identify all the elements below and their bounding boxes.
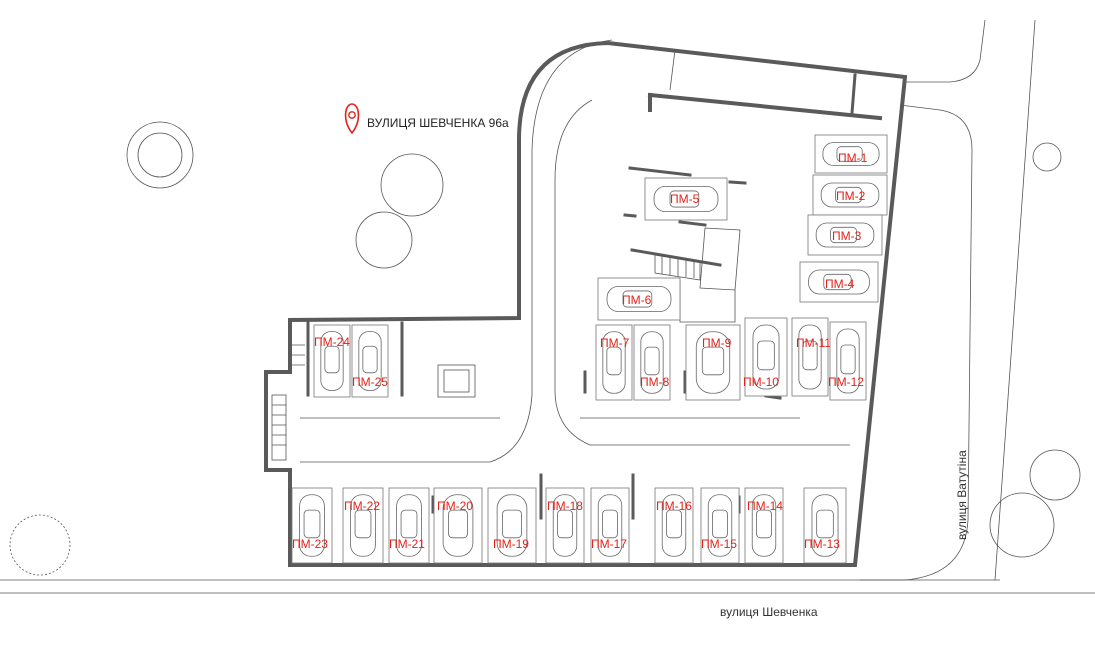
car-icon bbox=[822, 142, 880, 166]
car-icon bbox=[640, 331, 664, 394]
parking-spot-pm-16[interactable]: ПМ-16 bbox=[654, 487, 694, 564]
parking-spot-label: ПМ-13 bbox=[804, 537, 840, 551]
parking-spot-label: ПМ-8 bbox=[640, 375, 670, 389]
parking-spot-label: ПМ-20 bbox=[437, 499, 473, 513]
parking-spot-pm-15[interactable]: ПМ-15 bbox=[700, 487, 740, 564]
parking-spot-pm-24[interactable]: ПМ-24 bbox=[313, 324, 351, 398]
parking-spot-pm-5[interactable]: ПМ-5 bbox=[644, 177, 728, 221]
car-icon bbox=[653, 185, 719, 212]
car-icon bbox=[606, 285, 672, 312]
parking-spot-pm-22[interactable]: ПМ-22 bbox=[342, 487, 384, 564]
car-icon bbox=[442, 494, 474, 557]
parking-spot-label: ПМ-25 bbox=[352, 375, 388, 389]
car-icon bbox=[751, 494, 777, 557]
stair-core-left bbox=[271, 344, 305, 461]
parking-spot-label: ПМ-1 bbox=[838, 151, 868, 165]
parking-spot-pm-25[interactable]: ПМ-25 bbox=[351, 324, 389, 398]
parking-spot-label: ПМ-9 bbox=[702, 336, 732, 350]
parking-spot-label: ПМ-23 bbox=[292, 537, 328, 551]
address-label: ВУЛИЦЯ ШЕВЧЕНКА 96а bbox=[367, 116, 509, 130]
street-name-bottom: вулиця Шевченка bbox=[720, 605, 818, 619]
parking-spot-label: ПМ-4 bbox=[825, 277, 855, 291]
parking-spot-label: ПМ-6 bbox=[622, 293, 652, 307]
parking-spot-label: ПМ-15 bbox=[701, 537, 737, 551]
parking-spot-pm-7[interactable]: ПМ-7 bbox=[595, 324, 633, 401]
parking-spot-pm-6[interactable]: ПМ-6 bbox=[597, 277, 681, 321]
outer-walls bbox=[264, 40, 908, 567]
parking-spot-label: ПМ-16 bbox=[656, 499, 692, 513]
location-pin-icon bbox=[344, 103, 360, 135]
car-icon bbox=[552, 494, 578, 557]
car-icon bbox=[496, 494, 528, 557]
car-icon bbox=[811, 494, 839, 557]
parking-spot-label: ПМ-18 bbox=[547, 499, 583, 513]
car-icon bbox=[836, 328, 860, 394]
parking-spot-label: ПМ-11 bbox=[796, 336, 831, 350]
car-icon bbox=[808, 269, 870, 295]
parking-spot-pm-18[interactable]: ПМ-18 bbox=[545, 487, 585, 564]
parking-spot-label: ПМ-5 bbox=[670, 192, 700, 206]
parking-spot-label: ПМ-14 bbox=[747, 499, 783, 513]
parking-spot-pm-23[interactable]: ПМ-23 bbox=[291, 487, 333, 564]
parking-spot-label: ПМ-19 bbox=[493, 537, 529, 551]
parking-spot-pm-1[interactable]: ПМ-1 bbox=[814, 134, 888, 174]
parking-spot-pm-8[interactable]: ПМ-8 bbox=[633, 324, 671, 401]
car-icon bbox=[320, 331, 344, 391]
parking-spot-pm-12[interactable]: ПМ-12 bbox=[828, 321, 867, 401]
car-icon bbox=[602, 331, 626, 394]
parking-bays: ПМ-1ПМ-2ПМ-3ПМ-4ПМ-5ПМ-6ПМ-7ПМ-8ПМ-9ПМ-1… bbox=[291, 134, 888, 564]
tree-icon bbox=[9, 121, 1081, 576]
parking-spot-pm-9[interactable]: ПМ-9 bbox=[685, 324, 741, 401]
car-icon bbox=[299, 494, 325, 557]
car-icon bbox=[815, 222, 875, 248]
parking-spot-pm-13[interactable]: ПМ-13 bbox=[803, 487, 847, 564]
parking-spot-pm-2[interactable]: ПМ-2 bbox=[812, 174, 888, 216]
parking-spot-label: ПМ-7 bbox=[600, 336, 630, 350]
parking-spot-pm-4[interactable]: ПМ-4 bbox=[799, 261, 879, 303]
car-icon bbox=[358, 331, 382, 391]
car-icon bbox=[752, 324, 780, 390]
parking-spot-label: ПМ-2 bbox=[836, 189, 866, 203]
car-icon bbox=[695, 331, 731, 394]
parking-spot-label: ПМ-22 bbox=[344, 499, 380, 513]
parking-spot-label: ПМ-21 bbox=[389, 537, 425, 551]
parking-spot-pm-3[interactable]: ПМ-3 bbox=[807, 214, 883, 256]
parking-spot-label: ПМ-17 bbox=[591, 537, 627, 551]
car-icon bbox=[350, 494, 376, 557]
parking-spot-label: ПМ-24 bbox=[314, 335, 350, 349]
car-icon bbox=[798, 324, 822, 390]
parking-spot-pm-21[interactable]: ПМ-21 bbox=[388, 487, 430, 564]
car-icon bbox=[707, 494, 733, 557]
parking-spot-pm-20[interactable]: ПМ-20 bbox=[433, 487, 483, 564]
parking-spot-pm-10[interactable]: ПМ-10 bbox=[743, 317, 788, 397]
parking-spot-pm-17[interactable]: ПМ-17 bbox=[590, 487, 630, 564]
street-name-right: вулиця Ватутіна bbox=[955, 450, 969, 540]
parking-spot-pm-14[interactable]: ПМ-14 bbox=[744, 487, 784, 564]
parking-spot-pm-11[interactable]: ПМ-11 bbox=[791, 317, 831, 397]
parking-spot-pm-19[interactable]: ПМ-19 bbox=[487, 487, 537, 564]
car-icon bbox=[820, 182, 880, 208]
car-icon bbox=[661, 494, 687, 557]
street-curbs bbox=[0, 19, 1095, 594]
lift-shaft bbox=[437, 364, 476, 398]
car-icon bbox=[597, 494, 623, 557]
car-icon bbox=[396, 494, 422, 557]
ramp-lines bbox=[300, 39, 850, 463]
parking-spot-label: ПМ-12 bbox=[828, 375, 864, 389]
parking-spot-label: ПМ-3 bbox=[832, 229, 862, 243]
parking-spot-label: ПМ-10 bbox=[743, 375, 779, 389]
